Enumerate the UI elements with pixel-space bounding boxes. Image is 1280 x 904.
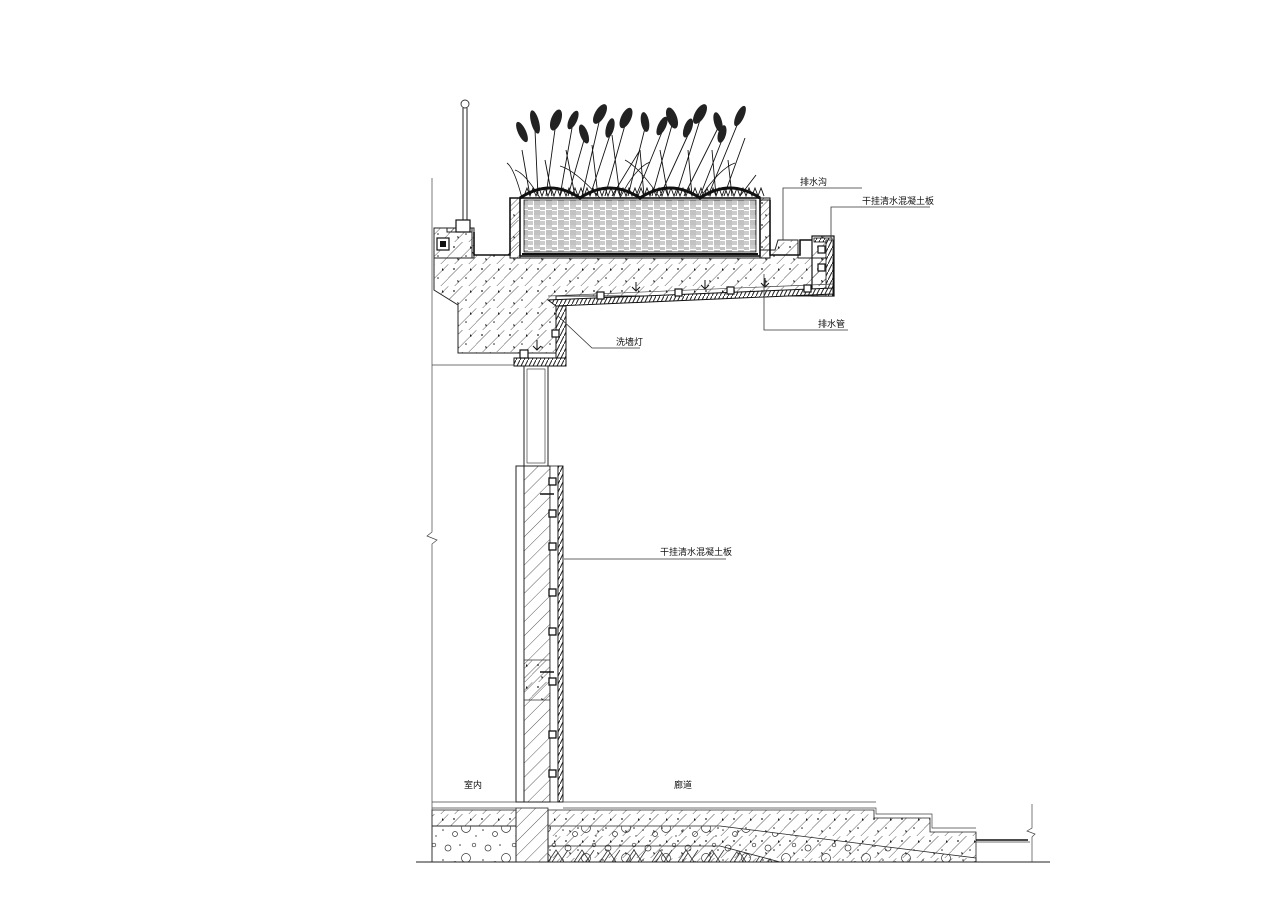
ornamental-grass xyxy=(506,104,765,200)
label-drain-pipe: 排水管 xyxy=(818,318,845,330)
label-drainage-ditch: 排水沟 xyxy=(800,176,827,188)
label-dry-hung-panel-top: 干挂清水混凝土板 xyxy=(862,195,934,207)
label-dry-hung-panel-wall: 干挂清水混凝土板 xyxy=(660,546,732,558)
left-boundary-line xyxy=(426,178,520,862)
label-wall-washer-light: 洗墙灯 xyxy=(616,336,643,348)
soffit-cladding xyxy=(546,278,834,307)
annotation-leaders xyxy=(557,187,930,560)
label-corridor: 廊道 xyxy=(674,779,692,791)
window-frame xyxy=(523,365,549,467)
beam-cladding xyxy=(513,305,567,367)
drainage-ditch xyxy=(769,200,835,297)
label-indoor: 室内 xyxy=(464,779,482,791)
planter-box xyxy=(509,197,771,259)
ground-floor-section xyxy=(416,801,1050,863)
railing-post xyxy=(460,99,470,224)
column-wall xyxy=(515,465,564,803)
